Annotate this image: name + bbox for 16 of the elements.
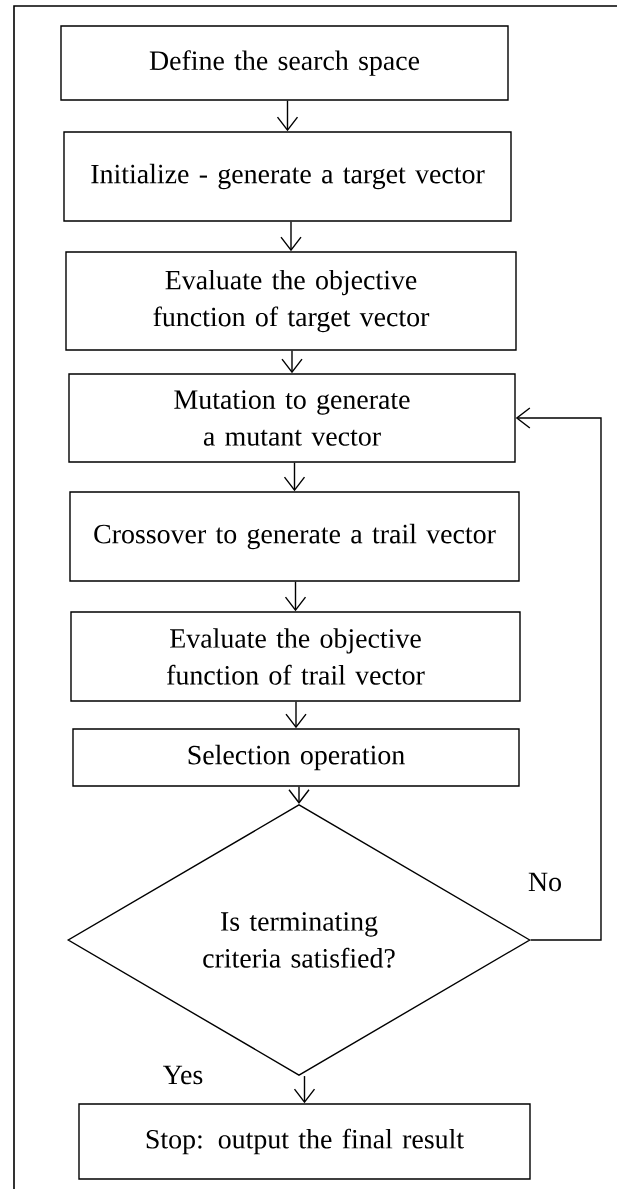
arrow xyxy=(284,581,307,612)
process-box: Define the search space xyxy=(60,25,509,101)
process-box: Selection operation xyxy=(72,728,520,787)
arrow xyxy=(293,1075,316,1104)
process-box: Evaluate the objective function of target vector xyxy=(65,251,517,351)
process-box: Initialize - generate a target vector xyxy=(63,131,512,222)
arrow xyxy=(285,701,307,729)
process-box: Evaluate the objective function of trail vector xyxy=(70,611,521,702)
arrow xyxy=(515,407,602,941)
arrow xyxy=(276,100,299,132)
arrow xyxy=(281,350,303,374)
process-box: Stop: output the final result xyxy=(78,1103,531,1180)
arrow xyxy=(283,462,306,492)
process-box: Mutation to generate a mutant vector xyxy=(68,373,516,463)
process-box: Crossover to generate a trail vector xyxy=(69,491,520,582)
arrow xyxy=(280,221,302,252)
